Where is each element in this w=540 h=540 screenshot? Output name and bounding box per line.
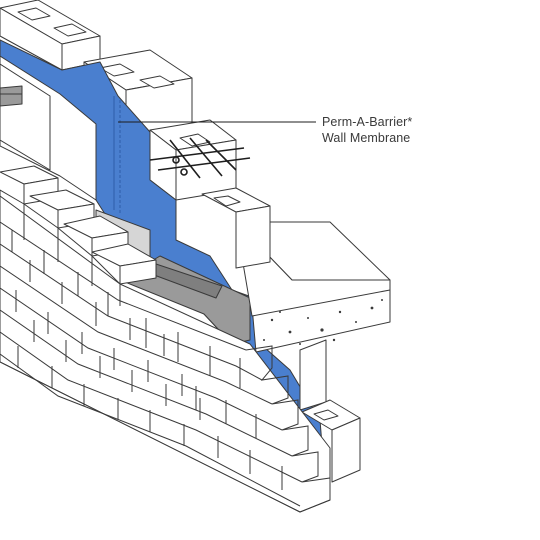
lower-cmu-course: [201, 187, 361, 483]
callout-line-1: Perm-A-Barrier*: [322, 115, 413, 129]
brick-coursing: [0, 204, 331, 513]
callout-line-2: Wall Membrane: [322, 131, 411, 145]
joint-reinforcement: [149, 137, 251, 179]
window-frame: [0, 55, 97, 201]
concrete-slab: [235, 221, 391, 353]
membrane-callout: Perm-A-Barrier* Wall Membrane: [322, 114, 412, 146]
